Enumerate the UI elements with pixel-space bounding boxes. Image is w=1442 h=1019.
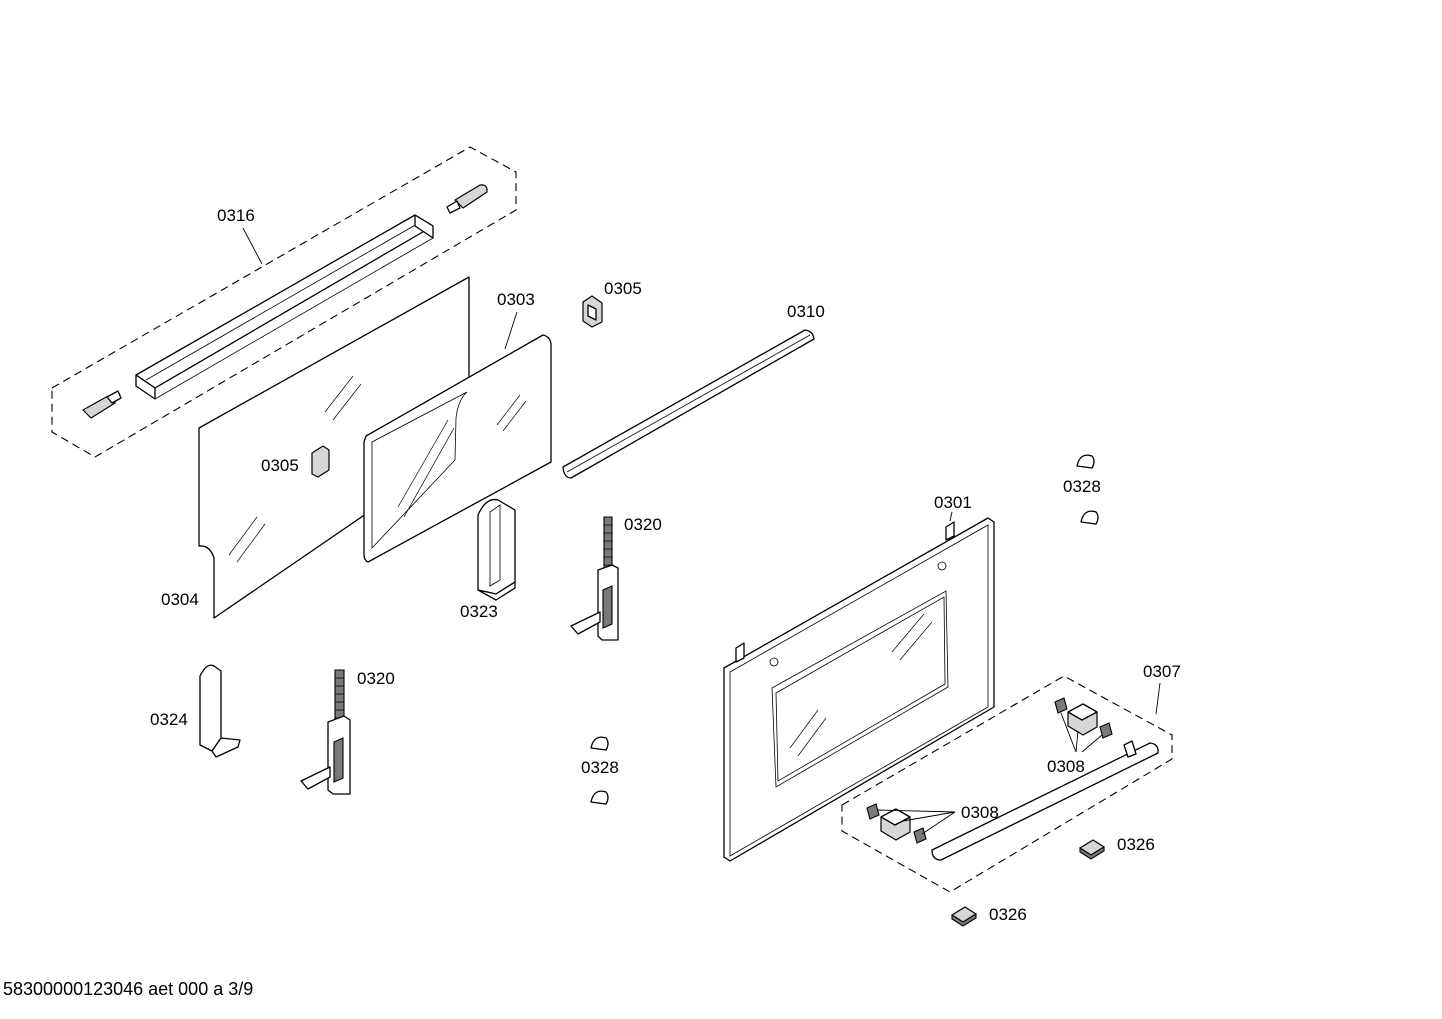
part-0303-glass-panel xyxy=(363,334,552,563)
label-0328-right: 0328 xyxy=(1063,477,1101,496)
leader-0308-right xyxy=(1060,712,1103,753)
part-0310-seal-rod xyxy=(562,329,815,479)
part-0305-clip-left xyxy=(311,445,330,478)
label-0324: 0324 xyxy=(150,710,188,729)
label-0320-right: 0320 xyxy=(624,515,662,534)
label-0301: 0301 xyxy=(934,493,972,512)
part-0307-handle-bar xyxy=(931,740,1159,861)
label-0303: 0303 xyxy=(497,290,535,309)
label-0305-left: 0305 xyxy=(261,456,299,475)
document-reference: 58300000123046 aet 000 a 3/9 xyxy=(3,979,254,999)
label-0305-top: 0305 xyxy=(604,279,642,298)
leader-0301 xyxy=(949,511,953,522)
part-0324-bracket xyxy=(199,664,241,758)
label-0326-bottom: 0326 xyxy=(989,905,1027,924)
part-0308-endcap-left xyxy=(880,808,911,841)
part-0320-hinge-right xyxy=(570,516,619,641)
label-0326-right: 0326 xyxy=(1117,835,1155,854)
part-0308-clip-right-b xyxy=(1099,722,1113,739)
part-0316-trim-strip xyxy=(135,214,434,400)
label-0308-right: 0308 xyxy=(1047,757,1085,776)
part-0328-cap-right-lower xyxy=(1080,510,1099,525)
part-0320-hinge-left xyxy=(300,669,351,795)
part-0328-cap-left-upper xyxy=(590,736,609,751)
leader-0316 xyxy=(242,227,263,265)
leader-0307 xyxy=(1155,682,1161,715)
label-0304: 0304 xyxy=(161,590,199,609)
pin-0316-left xyxy=(82,390,122,419)
leader-0303 xyxy=(504,311,518,350)
leader-0308-left xyxy=(876,809,956,835)
label-0308-left: 0308 xyxy=(961,803,999,822)
part-0308-clip-right-a xyxy=(1054,697,1068,714)
label-0323: 0323 xyxy=(460,602,498,621)
group-0316-dashed-outline xyxy=(51,146,517,458)
part-0308-endcap-right xyxy=(1067,703,1098,736)
label-0310: 0310 xyxy=(787,302,825,321)
part-0328-cap-right-upper xyxy=(1076,454,1095,469)
part-0326-clip-bottom xyxy=(951,906,977,927)
part-0301-outer-door-panel xyxy=(723,517,995,862)
part-0308-clip-left-a xyxy=(866,803,880,820)
group-0307-dashed-outline xyxy=(841,675,1173,893)
label-0328-left: 0328 xyxy=(581,758,619,777)
part-0323-bracket xyxy=(477,498,516,601)
part-0326-clip-right xyxy=(1079,839,1105,860)
part-0308-clip-left-b xyxy=(913,827,927,844)
part-0328-cap-left-lower xyxy=(590,790,609,805)
label-0307: 0307 xyxy=(1143,662,1181,681)
label-0316: 0316 xyxy=(217,206,255,225)
pin-0316-top xyxy=(446,184,488,214)
label-0320-left: 0320 xyxy=(357,669,395,688)
part-0305-clip-top xyxy=(582,295,603,328)
